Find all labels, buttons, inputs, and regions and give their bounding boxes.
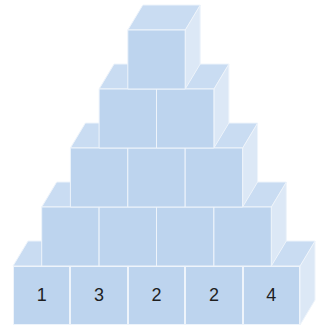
column-number: 2 <box>209 285 219 306</box>
cube-front <box>42 207 99 266</box>
cube-front <box>99 89 156 148</box>
cube-front <box>157 207 214 266</box>
column-number: 4 <box>266 285 276 306</box>
column-number: 3 <box>94 285 104 306</box>
cube-front <box>70 148 127 207</box>
cube-front: 3 <box>70 266 127 325</box>
cube-front: 4 <box>243 266 300 325</box>
cube-front <box>99 207 156 266</box>
cube-top <box>128 5 200 30</box>
cube-front <box>128 30 185 89</box>
cube-front <box>185 148 242 207</box>
cube-front: 2 <box>185 266 242 325</box>
cube-front: 1 <box>13 266 70 325</box>
cube-front: 2 <box>128 266 185 325</box>
column-number: 1 <box>37 285 47 306</box>
cube-front <box>157 89 214 148</box>
cube-front <box>128 148 185 207</box>
cube-front <box>214 207 271 266</box>
column-number: 2 <box>151 285 161 306</box>
